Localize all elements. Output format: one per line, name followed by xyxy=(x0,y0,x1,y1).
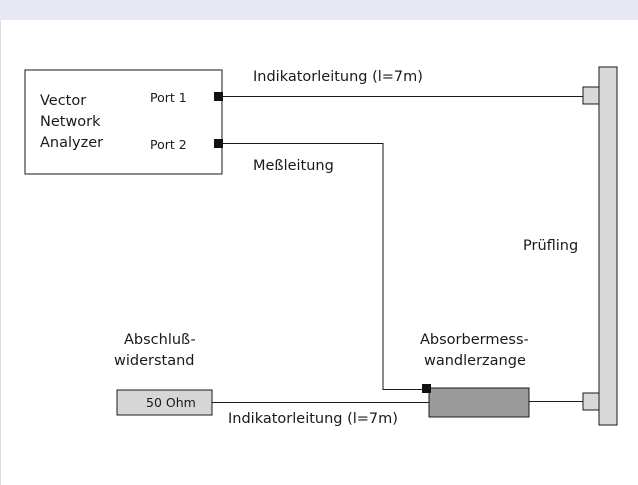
vna-label-line2: Network xyxy=(40,114,101,130)
port1-label: Port 1 xyxy=(150,90,187,105)
termination-value: 50 Ohm xyxy=(146,395,196,410)
clamp-label-line2: wandlerzange xyxy=(424,353,526,369)
dut-connector-top xyxy=(582,86,600,105)
dut-label: Prüfling xyxy=(523,238,578,254)
dut-connector-bottom xyxy=(582,392,600,411)
termination-box xyxy=(116,389,213,416)
clamp-box xyxy=(428,387,530,418)
termination-label-line2: widerstand xyxy=(114,353,195,369)
port2-label: Port 2 xyxy=(150,137,187,152)
dut-bar xyxy=(598,66,618,426)
termination-label-line1: Abschluß- xyxy=(124,332,196,348)
port1-connector xyxy=(214,92,223,101)
measurement-line xyxy=(223,143,425,390)
vna-label-line3: Analyzer xyxy=(40,135,103,151)
vna-box xyxy=(24,69,223,175)
vna-label-line1: Vector xyxy=(40,93,86,109)
indicator-line-top-label: Indikatorleitung (l=7m) xyxy=(253,69,423,85)
indicator-line-bottom-label: Indikatorleitung (l=7m) xyxy=(228,411,398,427)
port2-connector xyxy=(214,139,223,148)
clamp-label-line1: Absorbermess- xyxy=(420,332,529,348)
measurement-line-label: Meßleitung xyxy=(253,158,334,174)
clamp-connector xyxy=(422,384,431,393)
